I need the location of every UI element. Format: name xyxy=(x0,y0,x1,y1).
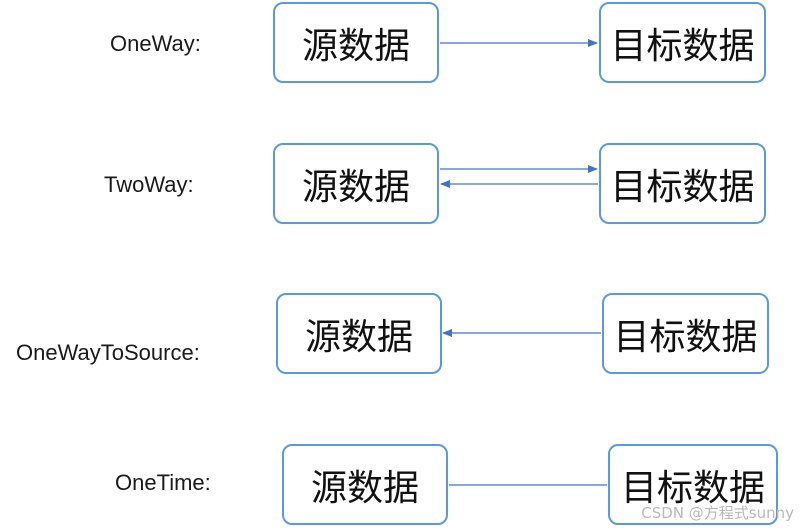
target-box-onewaytosource: 目标数据 xyxy=(602,293,769,374)
target-box-onetime: 目标数据 xyxy=(608,444,778,525)
source-box-onewaytosource: 源数据 xyxy=(276,293,442,374)
target-box-twoway: 目标数据 xyxy=(599,143,766,224)
mode-label-onewaytosource: OneWayToSource: xyxy=(16,340,200,365)
mode-label-oneway: OneWay: xyxy=(110,31,201,56)
target-box-oneway: 目标数据 xyxy=(599,2,766,83)
mode-label-twoway: TwoWay: xyxy=(104,172,194,197)
source-box-oneway: 源数据 xyxy=(273,2,439,83)
source-box-onetime: 源数据 xyxy=(282,444,448,525)
watermark: CSDN @方程式sunny xyxy=(641,504,794,522)
source-box-twoway: 源数据 xyxy=(273,143,439,224)
mode-label-onetime: OneTime: xyxy=(115,470,211,495)
